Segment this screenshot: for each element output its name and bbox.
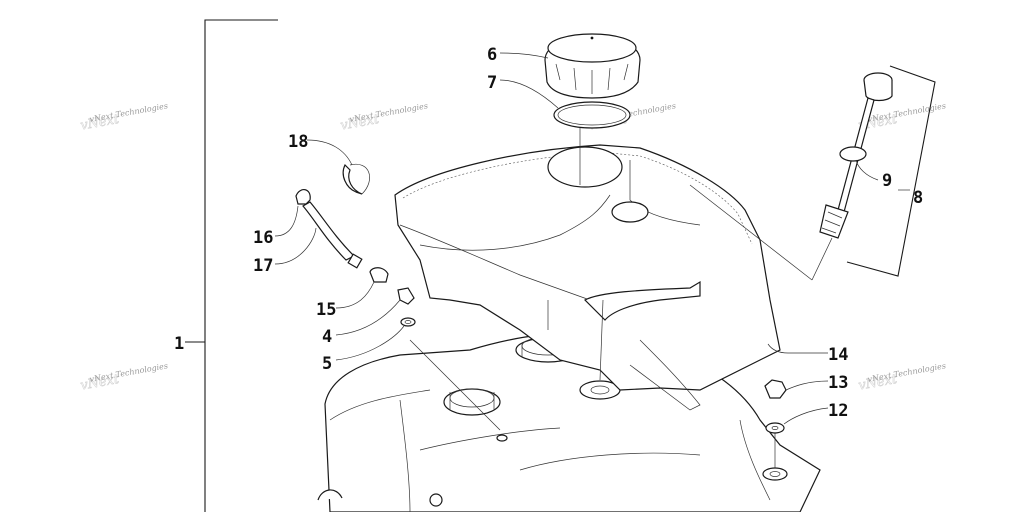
- assembly-bracket: [204, 19, 278, 512]
- callout-7: 7: [487, 73, 497, 93]
- centerline: [599, 299, 604, 381]
- callout-1: 1: [174, 334, 184, 354]
- mount-nut: [764, 379, 787, 399]
- watermark-logo: vNext: [857, 372, 899, 394]
- grommet: [400, 317, 416, 327]
- callout-6: 6: [487, 45, 497, 65]
- callout-5: 5: [322, 354, 332, 374]
- leader-5: [335, 325, 405, 361]
- leader-9: [855, 159, 879, 181]
- watermark-text: vNext Technologies: [349, 101, 429, 124]
- callout-8: 8: [913, 188, 923, 208]
- callout-17: 17: [253, 256, 273, 276]
- fuel-cap: [544, 33, 641, 99]
- elbow-fitting: [397, 287, 415, 305]
- leader-13: [785, 380, 829, 391]
- gauge-bracket: [846, 65, 936, 277]
- watermark-text: vNext Technologies: [867, 101, 947, 124]
- flat-washer: [765, 422, 785, 434]
- fuel-gauge-assembly: [819, 72, 893, 239]
- tank-cover: [394, 144, 781, 411]
- vent-hose: [295, 189, 363, 269]
- leader-18: [306, 139, 353, 166]
- leader-8-ref: [689, 184, 813, 281]
- leader-17: [274, 227, 317, 265]
- cap-gasket: [553, 101, 631, 129]
- callout-4: 4: [322, 327, 332, 347]
- callout-9: 9: [882, 171, 892, 191]
- watermark-logo: vNext: [339, 112, 381, 134]
- watermark-logo: vNext: [79, 112, 121, 134]
- watermark-text: vNext Technologies: [89, 101, 169, 124]
- callout-15: 15: [316, 300, 336, 320]
- leader-12: [783, 407, 829, 425]
- callout-16: 16: [253, 228, 273, 248]
- leader-14: [767, 343, 828, 354]
- line-clip: [369, 267, 389, 283]
- centerline: [409, 339, 501, 431]
- callout-12: 12: [828, 401, 848, 421]
- watermark-text: vNext Technologies: [89, 361, 169, 384]
- callout-18: 18: [288, 132, 308, 152]
- leader-7: [499, 79, 559, 109]
- leader-6: [499, 52, 549, 59]
- hose-clamp: [342, 163, 363, 195]
- leader-16: [274, 205, 299, 237]
- watermark-logo: vNext: [79, 372, 121, 394]
- callout-13: 13: [828, 373, 848, 393]
- leader-15: [335, 281, 375, 309]
- callout-14: 14: [828, 345, 848, 365]
- watermark-text: vNext Technologies: [867, 361, 947, 384]
- leader-4: [335, 299, 401, 336]
